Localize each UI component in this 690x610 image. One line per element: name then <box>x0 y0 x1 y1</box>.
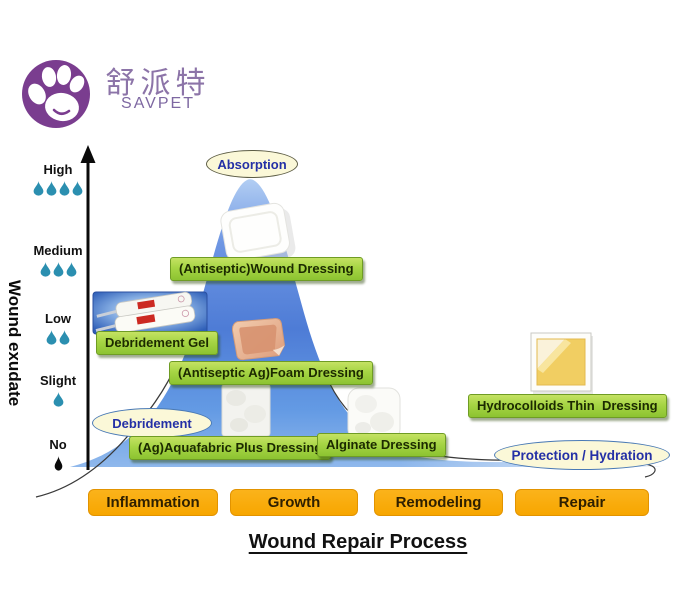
level-label: No <box>49 437 67 452</box>
droplet-icon <box>59 330 70 345</box>
product-box-antiseptic-wound-dressing: (Antiseptic)Wound Dressing <box>170 257 363 281</box>
stage-oval-absorption: Absorption <box>206 150 298 178</box>
curve-left-outline <box>35 365 177 498</box>
phase-label: Remodeling <box>395 494 482 511</box>
droplet-icon <box>53 392 63 407</box>
droplet-icon <box>59 181 70 196</box>
phase-label: Repair <box>558 494 606 511</box>
droplet-icon <box>72 181 83 196</box>
wound-dressing-photo <box>220 202 296 266</box>
product-box-aquafabric-plus-dressing: (Ag)Aquafabric Plus Dressing <box>129 436 332 460</box>
level-label: High <box>43 162 73 177</box>
exudate-level-low: Low <box>18 311 98 345</box>
savpet-paw-logo <box>22 60 90 128</box>
aquafabric-photo <box>221 383 271 437</box>
page-title: Wound Repair Process <box>248 531 468 553</box>
product-box-alginate-dressing: Alginate Dressing <box>317 433 446 457</box>
alginate-photo <box>347 387 401 441</box>
phase-box-repair: Repair <box>515 489 649 516</box>
exudate-drops <box>18 262 98 277</box>
foam-dressing-photo <box>231 318 286 361</box>
phase-label: Growth <box>267 494 321 511</box>
y-axis-arrow <box>80 145 96 470</box>
phase-box-remodeling: Remodeling <box>374 489 503 516</box>
brand-name-english: SAVPET <box>121 95 195 112</box>
level-label: Medium <box>33 243 83 258</box>
brand-name-chinese: 舒派特 <box>105 67 211 100</box>
droplet-icon <box>46 181 57 196</box>
stage-oval-debridement: Debridement <box>92 408 212 438</box>
exudate-level-high: High <box>18 162 98 196</box>
exudate-drops <box>18 456 98 471</box>
droplet-icon <box>54 456 62 471</box>
product-box-foam-dressing: (Antiseptic Ag)Foam Dressing <box>169 361 373 385</box>
droplet-icon <box>53 262 63 277</box>
exudate-drops <box>18 392 98 407</box>
product-box-hydrocolloids-thin-dressing: Hydrocolloids Thin Dressing <box>468 394 667 418</box>
debridement-gel-photo <box>92 291 208 335</box>
phase-box-inflammation: Inflammation <box>88 489 218 516</box>
droplet-icon <box>33 181 44 196</box>
stage-oval-protection-hydration: Protection / Hydration <box>494 440 670 470</box>
exudate-level-slight: Slight <box>18 373 98 407</box>
droplet-icon <box>66 262 76 277</box>
level-label: Slight <box>39 373 77 388</box>
exudate-drops <box>18 181 98 196</box>
product-box-debridement-gel: Debridement Gel <box>96 331 219 355</box>
stage-label: Absorption <box>217 156 287 172</box>
phase-label: Inflammation <box>106 494 200 511</box>
phase-box-growth: Growth <box>230 489 358 516</box>
droplet-icon <box>40 262 50 277</box>
exudate-drops <box>18 330 98 345</box>
level-label: Low <box>45 311 71 326</box>
exudate-level-medium: Medium <box>18 243 98 277</box>
hydrocolloid-photo <box>530 332 593 394</box>
droplet-icon <box>46 330 57 345</box>
stage-label: Protection / Hydration <box>511 447 653 463</box>
y-axis-title: Wound exudate <box>5 279 24 407</box>
exudate-level-no: No <box>18 437 98 471</box>
stage-label: Debridement <box>112 415 192 431</box>
